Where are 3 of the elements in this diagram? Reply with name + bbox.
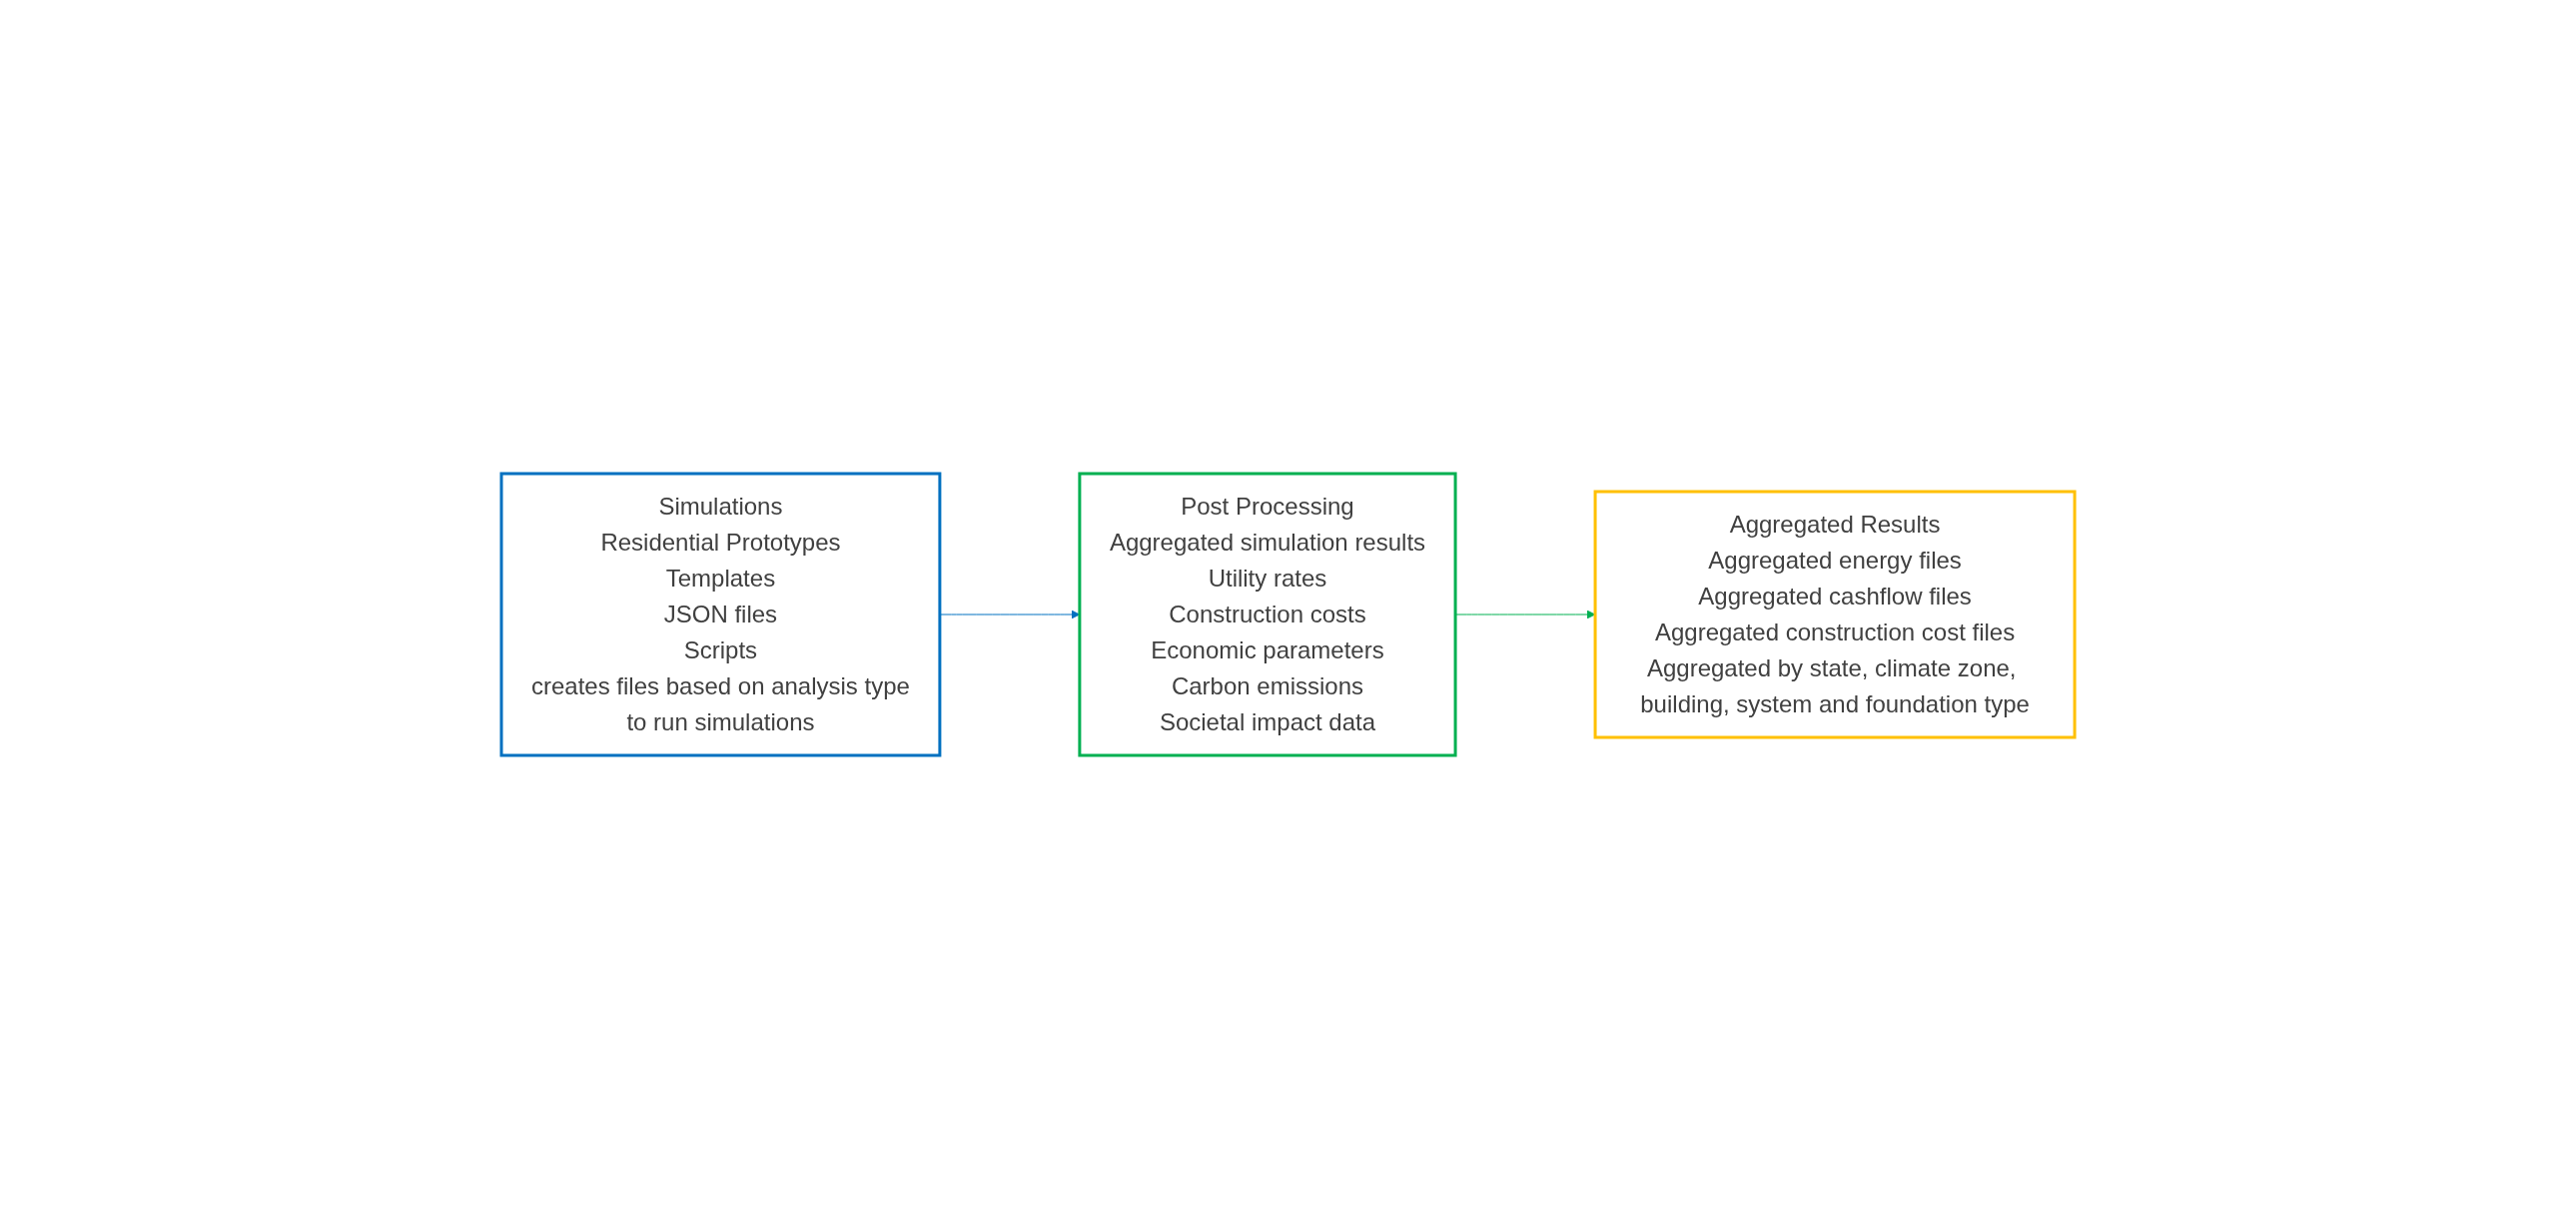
node-box: Post Processing Aggregated simulation results Utility rates Construction costs Economic parameters Carbon emissions Societal impact data (1078, 472, 1457, 756)
node-box: Aggregated Results Aggregated energy files Aggregated cashflow files Aggregated construction cost files Aggregated by state, climate zone, building, system and foundation type (1593, 490, 2077, 738)
node-box: Simulations Residential Prototypes Templates JSON files Scripts creates files based on analysis type to run simulations (499, 472, 942, 756)
